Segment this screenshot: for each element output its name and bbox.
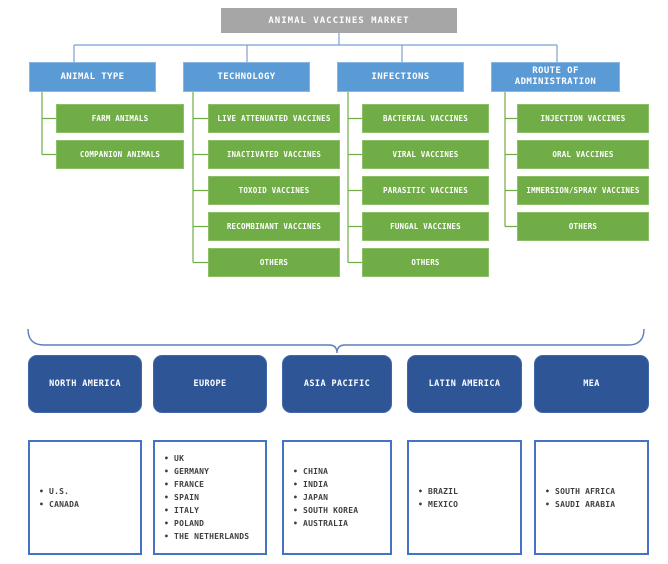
country-item: JAPAN (293, 491, 358, 504)
countries-north-america: U.S. CANADA (28, 440, 142, 555)
item-farm-animals: FARM ANIMALS (56, 104, 184, 133)
region-north-america: NORTH AMERICA (28, 355, 142, 413)
country-item: SAUDI ARABIA (545, 498, 615, 511)
country-item: CHINA (293, 465, 358, 478)
country-item: THE NETHERLANDS (164, 530, 249, 543)
countries-mea: SOUTH AFRICA SAUDI ARABIA (534, 440, 649, 555)
country-list: U.S. CANADA (30, 485, 83, 511)
item-toxoid-vaccines: TOXOID VACCINES (208, 176, 340, 205)
category-drops (73, 45, 558, 62)
item-fungal-vaccines: FUNGAL VACCINES (362, 212, 489, 241)
region-latin-america: LATIN AMERICA (407, 355, 522, 413)
route-connector (504, 92, 517, 228)
country-list: UK GERMANY FRANCE SPAIN ITALY POLAND THE… (155, 452, 253, 543)
region-asia-pacific: ASIA PACIFIC (282, 355, 392, 413)
category-infections: INFECTIONS (337, 62, 464, 92)
country-list: CHINA INDIA JAPAN SOUTH KOREA AUSTRALIA (284, 465, 362, 530)
infections-connector (347, 92, 362, 264)
item-immersion-spray-vaccines: IMMERSION/SPRAY VACCINES (517, 176, 649, 205)
countries-latin-america: BRAZIL MEXICO (407, 440, 522, 555)
country-item: INDIA (293, 478, 358, 491)
countries-europe: UK GERMANY FRANCE SPAIN ITALY POLAND THE… (153, 440, 267, 555)
item-route-others: OTHERS (517, 212, 649, 241)
country-item: BRAZIL (418, 485, 458, 498)
item-parasitic-vaccines: PARASITIC VACCINES (362, 176, 489, 205)
category-technology: TECHNOLOGY (183, 62, 310, 92)
country-item: FRANCE (164, 478, 249, 491)
region-europe: EUROPE (153, 355, 267, 413)
country-item: POLAND (164, 517, 249, 530)
country-item: SOUTH AFRICA (545, 485, 615, 498)
country-item: AUSTRALIA (293, 517, 358, 530)
country-item: MEXICO (418, 498, 458, 511)
category-route-of-administration: ROUTE OF ADMINISTRATION (491, 62, 620, 92)
country-item: UK (164, 452, 249, 465)
technology-connector (192, 92, 208, 264)
root-node: ANIMAL VACCINES MARKET (221, 8, 457, 33)
country-item: CANADA (39, 498, 79, 511)
country-item: ITALY (164, 504, 249, 517)
item-bacterial-vaccines: BACTERIAL VACCINES (362, 104, 489, 133)
group-brace (27, 328, 645, 354)
item-infections-others: OTHERS (362, 248, 489, 277)
item-viral-vaccines: VIRAL VACCINES (362, 140, 489, 169)
country-item: SPAIN (164, 491, 249, 504)
animal-type-connector (41, 92, 56, 156)
item-recombinant-vaccines: RECOMBINANT VACCINES (208, 212, 340, 241)
countries-asia-pacific: CHINA INDIA JAPAN SOUTH KOREA AUSTRALIA (282, 440, 392, 555)
country-list: SOUTH AFRICA SAUDI ARABIA (536, 485, 619, 511)
country-item: GERMANY (164, 465, 249, 478)
region-mea: MEA (534, 355, 649, 413)
item-live-attenuated-vaccines: LIVE ATTENUATED VACCINES (208, 104, 340, 133)
category-animal-type: ANIMAL TYPE (29, 62, 156, 92)
item-inactivated-vaccines: INACTIVATED VACCINES (208, 140, 340, 169)
item-injection-vaccines: INJECTION VACCINES (517, 104, 649, 133)
country-item: SOUTH KOREA (293, 504, 358, 517)
item-oral-vaccines: ORAL VACCINES (517, 140, 649, 169)
country-list: BRAZIL MEXICO (409, 485, 462, 511)
item-companion-animals: COMPANION ANIMALS (56, 140, 184, 169)
item-technology-others: OTHERS (208, 248, 340, 277)
country-item: U.S. (39, 485, 79, 498)
